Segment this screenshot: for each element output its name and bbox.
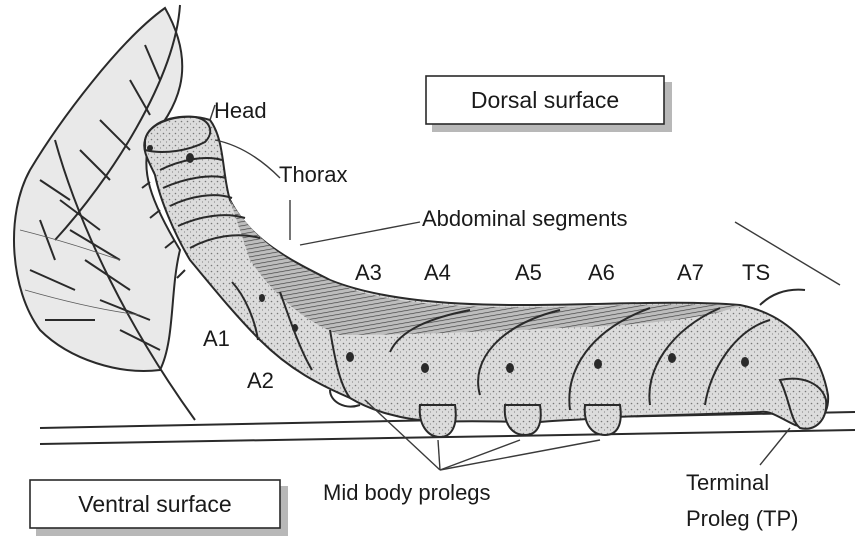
abdominal-segments-label: Abdominal segments (422, 206, 627, 231)
mid-body-prolegs-label: Mid body prolegs (323, 480, 491, 505)
terminal-proleg-label-line1: Terminal (686, 470, 769, 495)
dorsal-surface-box: Dorsal surface (426, 76, 672, 132)
segment-a7-label: A7 (677, 260, 704, 285)
ventral-surface-box: Ventral surface (30, 480, 288, 536)
segment-a4-label: A4 (424, 260, 451, 285)
dorsal-surface-label: Dorsal surface (471, 87, 619, 113)
head-label: Head (214, 98, 267, 123)
segment-a3-label: A3 (355, 260, 382, 285)
thorax-label: Thorax (279, 162, 347, 187)
segment-ts-label: TS (742, 260, 770, 285)
segment-a1-label: A1 (203, 326, 230, 351)
terminal-proleg-label-line2: Proleg (TP) (686, 506, 798, 531)
segment-a6-label: A6 (588, 260, 615, 285)
segment-a2-label: A2 (247, 368, 274, 393)
segment-a5-label: A5 (515, 260, 542, 285)
caterpillar-body (142, 117, 828, 437)
ventral-surface-label: Ventral surface (78, 491, 231, 517)
